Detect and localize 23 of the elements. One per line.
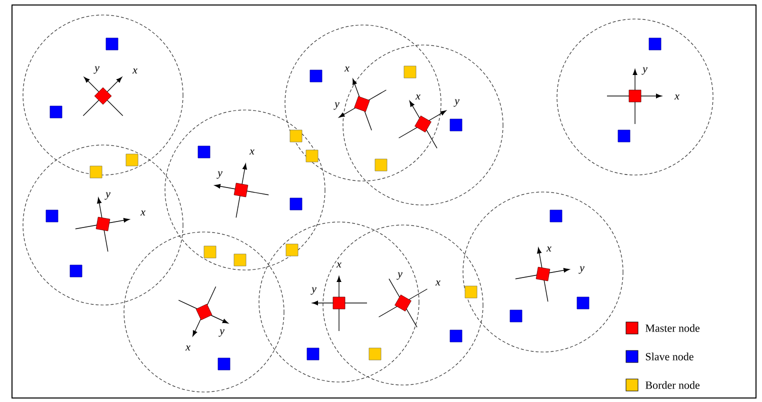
axis-label: y: [310, 287, 316, 295]
axis-label: y: [218, 329, 224, 337]
legend-label: Border node: [646, 381, 700, 389]
legend-label: Master node: [646, 324, 700, 332]
axis-label: x: [435, 280, 440, 286]
axis-label: x: [546, 246, 552, 252]
axis-label: y: [104, 192, 110, 200]
axis-label: y: [334, 102, 340, 110]
axis-label: x: [415, 94, 420, 100]
axis-label: x: [185, 345, 190, 351]
axis-label: x: [249, 149, 254, 155]
axis-label: y: [94, 66, 100, 74]
axis-label: x: [674, 94, 680, 100]
axis-label: y: [454, 99, 460, 107]
axis-label: y: [578, 266, 584, 274]
axis-label: y: [396, 272, 402, 280]
axis-label: x: [140, 210, 146, 216]
axis-label: y: [642, 67, 648, 75]
axis-label: x: [132, 68, 138, 74]
axis-label: y: [216, 171, 222, 179]
axis-label: x: [344, 66, 350, 72]
legend-label: Slave node: [646, 352, 694, 360]
axis-label: x: [336, 262, 342, 268]
